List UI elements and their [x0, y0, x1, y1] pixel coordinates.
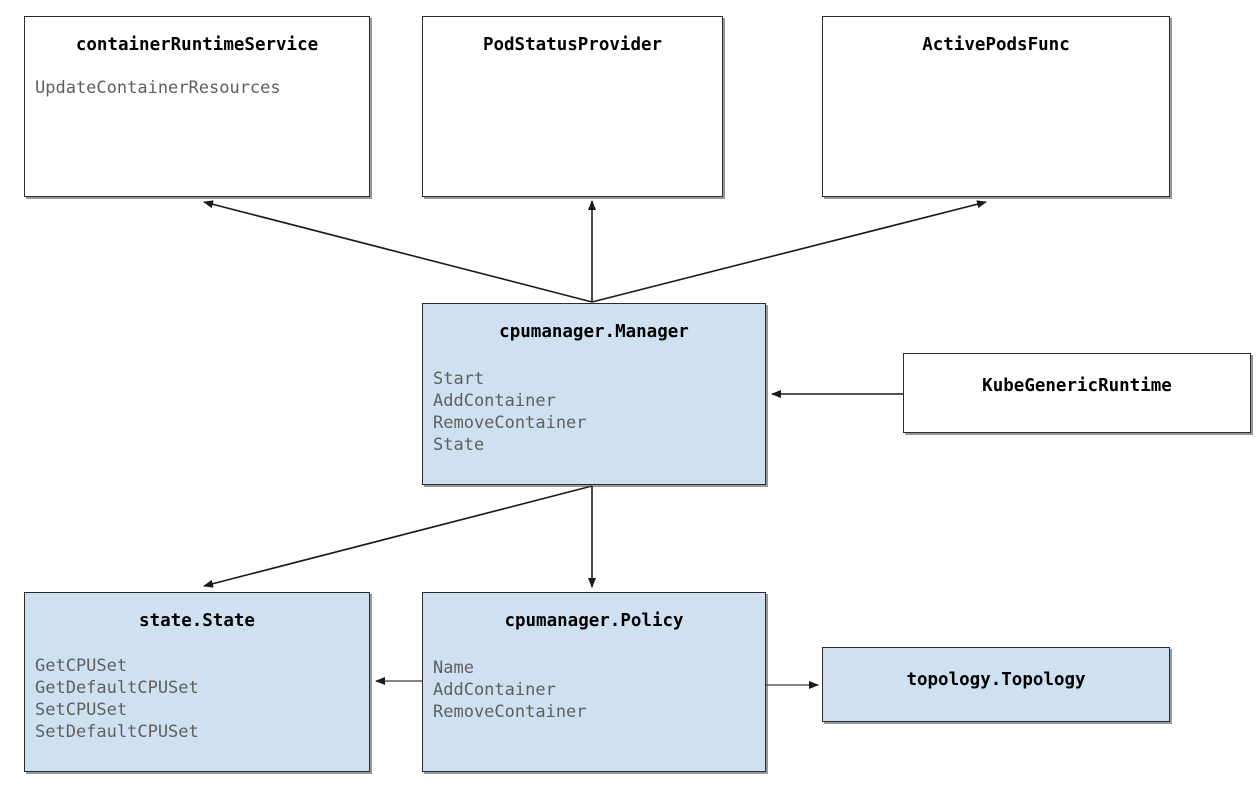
- node-title: cpumanager.Policy: [504, 611, 684, 631]
- member-item: AddContainer: [433, 391, 556, 412]
- member-item: GetDefaultCPUSet: [35, 678, 199, 699]
- node-members: UpdateContainerResources: [35, 77, 369, 99]
- member-item: Start: [433, 369, 485, 389]
- member-item: RemoveContainer: [433, 702, 587, 723]
- node-title: KubeGenericRuntime: [982, 376, 1172, 396]
- node-state-state[interactable]: state.State GetCPUSet GetDefaultCPUSet S…: [24, 592, 370, 772]
- node-title: ActivePodsFunc: [922, 35, 1070, 55]
- member-item: SetCPUSet: [35, 700, 128, 721]
- node-kubegenericruntime[interactable]: KubeGenericRuntime: [903, 353, 1251, 433]
- node-activepodsfunc[interactable]: ActivePodsFunc: [822, 16, 1170, 197]
- edge-manager-to-state: [203, 485, 593, 588]
- node-title: topology.Topology: [906, 670, 1086, 690]
- edge-manager-to-activepodsfunc: [591, 200, 987, 303]
- node-title: cpumanager.Manager: [499, 322, 689, 342]
- member-item: SetDefaultCPUSet: [35, 722, 199, 743]
- node-members: GetCPUSet GetDefaultCPUSet SetCPUSet Set…: [35, 655, 369, 743]
- member-item: State: [433, 435, 485, 456]
- member-item: GetCPUSet: [35, 656, 128, 676]
- node-topology-topology[interactable]: topology.Topology: [822, 647, 1170, 722]
- node-cpumanager-policy[interactable]: cpumanager.Policy Name AddContainer Remo…: [422, 592, 766, 772]
- node-title: state.State: [139, 611, 255, 631]
- node-podstatusprovider[interactable]: PodStatusProvider: [422, 16, 723, 197]
- node-title: PodStatusProvider: [482, 35, 663, 55]
- node-containerruntimeservice[interactable]: containerRuntimeService UpdateContainerR…: [24, 16, 370, 197]
- member-item: Name: [433, 658, 474, 678]
- edge-manager-to-containerruntimeservice: [203, 200, 593, 303]
- member-item: AddContainer: [433, 680, 556, 701]
- node-cpumanager-manager[interactable]: cpumanager.Manager Start AddContainer Re…: [422, 303, 766, 485]
- node-title: containerRuntimeService: [75, 35, 319, 55]
- node-members: Name AddContainer RemoveContainer: [433, 657, 765, 723]
- node-members: Start AddContainer RemoveContainer State: [433, 368, 765, 456]
- member-item: UpdateContainerResources: [35, 78, 281, 98]
- member-item: RemoveContainer: [433, 413, 587, 434]
